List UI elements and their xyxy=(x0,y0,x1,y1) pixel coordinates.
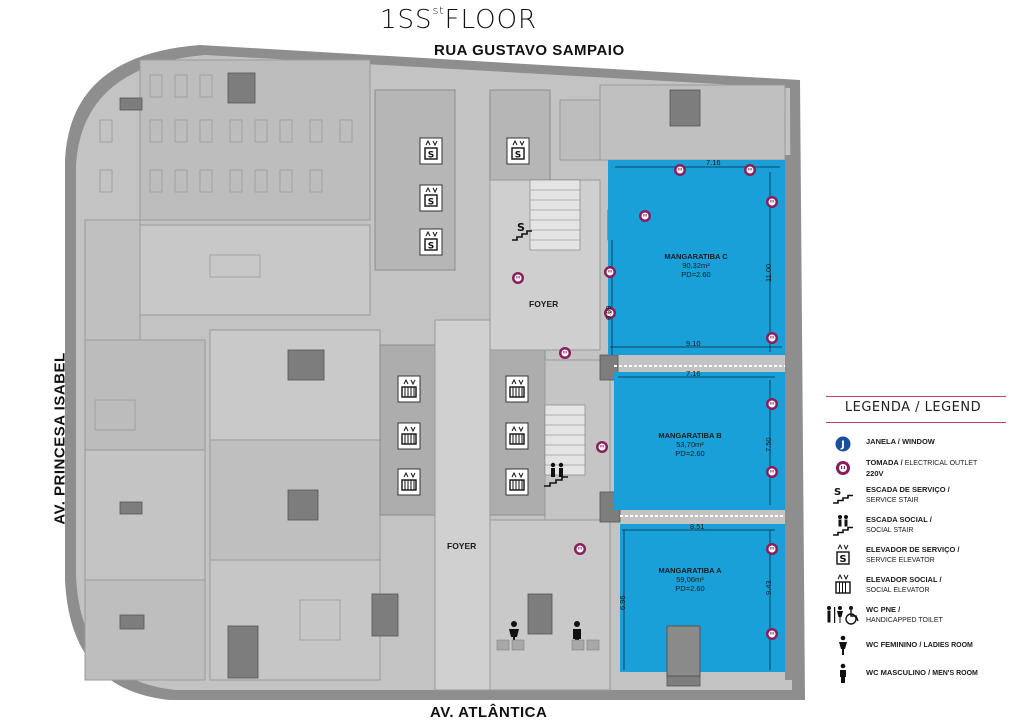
legend-item-handicapped-toilet: WC PNE /HANDICAPPED TOILET xyxy=(827,604,1020,630)
dim-c-top: 7.16 xyxy=(706,158,721,167)
room-mangaratiba-c[interactable]: MANGARATIBA C 90,32m² PD=2.60 xyxy=(636,252,756,279)
legend-item-ladies-room: WC FEMININO / LADIES ROOM xyxy=(830,634,1020,660)
room-mangaratiba-a[interactable]: MANGARATIBA A 59,06m² PD=2.60 xyxy=(630,566,750,593)
street-label-bottom: AV. ATLÂNTICA xyxy=(430,704,548,721)
dim-a-left: 6.96 xyxy=(618,595,627,610)
mens-room-icon xyxy=(830,662,856,684)
room-pd: PD=2.60 xyxy=(675,449,705,458)
legend-title: LEGENDA / LEGEND xyxy=(844,400,982,415)
social-stair-icon xyxy=(830,514,856,536)
room-pd: PD=2.60 xyxy=(681,270,711,279)
room-area: 59,06m² xyxy=(676,575,704,584)
legend-item-social-stair: ESCADA SOCIAL /SOCIAL STAIR xyxy=(830,514,1020,540)
svg-text:S: S xyxy=(839,554,846,565)
room-mangaratiba-b[interactable]: MANGARATIBA B 53,70m² PD=2.60 xyxy=(630,431,750,458)
foyer-label-lower: FOYER xyxy=(447,541,477,551)
room-area: 90,32m² xyxy=(682,261,710,270)
room-name: MANGARATIBA C xyxy=(664,252,728,261)
service-elevator-icon: S xyxy=(830,544,856,566)
room-name: MANGARATIBA B xyxy=(658,431,722,440)
svg-text:J: J xyxy=(840,440,845,451)
dim-c-left: 6.09 xyxy=(604,305,613,320)
legend-item-service-elevator: S ELEVADOR DE SERVIÇO /SERVICE ELEVATOR xyxy=(830,544,1020,570)
svg-text:S: S xyxy=(517,221,525,234)
room-name: MANGARATIBA A xyxy=(658,566,722,575)
social-elevator-icon xyxy=(830,574,856,596)
dim-c-bottom: 9.10 xyxy=(686,339,701,348)
service-stair-icon: S xyxy=(830,484,856,506)
street-label-top: RUA GUSTAVO SAMPAIO xyxy=(434,42,625,59)
legend-divider-bottom xyxy=(826,422,1006,423)
dim-a-top: 8.51 xyxy=(690,522,705,531)
foyer-label-upper: FOYER xyxy=(529,299,559,309)
handicapped-toilet-icon xyxy=(824,604,864,626)
room-pd: PD=2.60 xyxy=(675,584,705,593)
dim-a-right: 9.43 xyxy=(764,580,773,595)
legend-item-service-stair: S ESCADA DE SERVIÇO /SERVICE STAIR xyxy=(830,484,1020,510)
floor-title: 1SSstFLOOR xyxy=(380,4,538,35)
dim-c-right: 11.00 xyxy=(764,263,773,282)
dim-b-right: 7.50 xyxy=(764,437,773,452)
legend-item-social-elevator: ELEVADOR SOCIAL /SOCIAL ELEVATOR xyxy=(830,574,1020,600)
room-area: 53,70m² xyxy=(676,440,704,449)
legend-item-window: J JANELA / WINDOW xyxy=(830,433,1020,459)
ladies-room-icon xyxy=(830,634,856,656)
window-icon: J xyxy=(830,433,856,455)
electrical-outlet-icon xyxy=(830,457,856,479)
dim-b-top: 7.16 xyxy=(686,369,701,378)
legend-divider-top xyxy=(826,396,1006,397)
svg-text:S: S xyxy=(834,487,841,498)
legend: LEGENDA / LEGEND J JANELA / WINDOW TOMAD… xyxy=(818,388,1018,698)
legend-item-mens-room: WC MASCULINO / MEN'S ROOM xyxy=(830,662,1020,688)
